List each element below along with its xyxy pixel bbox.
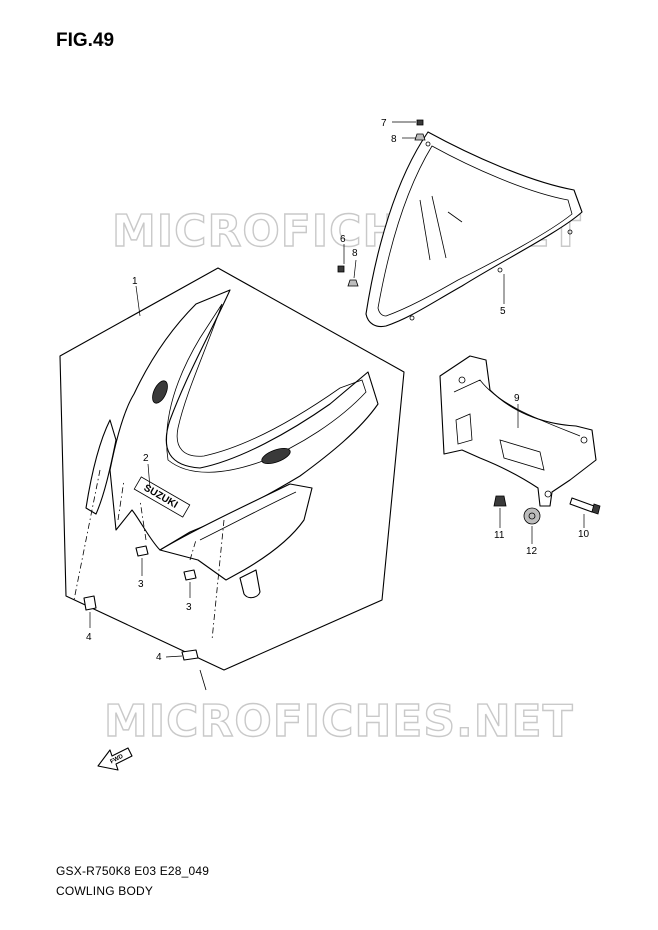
callout-7: 7 — [381, 118, 387, 129]
callout-1: 1 — [132, 276, 138, 287]
callout-3b: 3 — [186, 602, 192, 613]
figure-title: FIG.49 — [56, 30, 115, 51]
model-code: GSX-R750K8 E03 E28_049 — [56, 864, 210, 878]
callout-10: 10 — [578, 529, 590, 540]
cowling-bracket — [439, 355, 601, 525]
callout-12: 12 — [526, 546, 538, 557]
windscreen — [337, 119, 583, 328]
cowling-body: SUZUKI — [59, 267, 405, 691]
callout-11: 11 — [494, 530, 505, 541]
callout-2: 2 — [143, 453, 149, 464]
forward-arrow-icon: FWD — [97, 747, 133, 771]
callout-4a: 4 — [86, 632, 92, 643]
callout-4b: 4 — [156, 652, 162, 663]
callout-5: 5 — [500, 306, 506, 317]
callouts: 1 2 3 3 4 4 5 6 7 8 8 9 10 — [86, 118, 590, 663]
callout-9: 9 — [514, 393, 520, 404]
section-name: COWLING BODY — [56, 884, 154, 898]
watermark-bottom: MICROFICHES.NET — [104, 696, 574, 747]
callout-8b: 8 — [352, 248, 358, 259]
callout-8a: 8 — [391, 134, 397, 145]
callout-3a: 3 — [138, 579, 144, 590]
callout-6: 6 — [340, 234, 346, 245]
